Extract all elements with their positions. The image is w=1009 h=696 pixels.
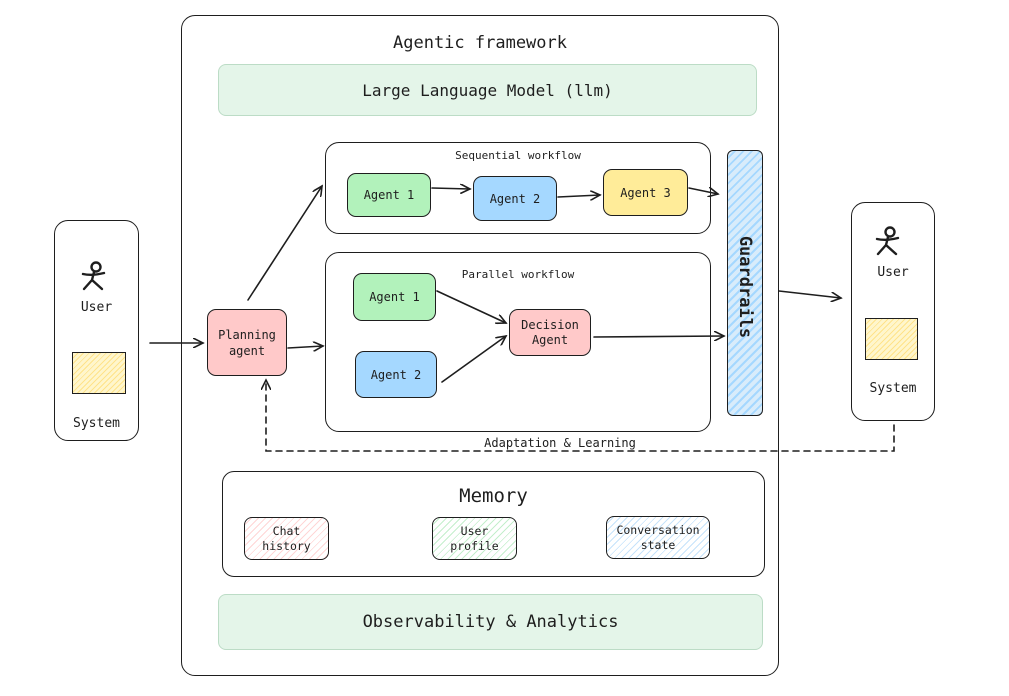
- right-user-label: User: [877, 265, 909, 280]
- decision-agent-line-1: Decision: [521, 317, 579, 332]
- arrow-seq-agent2-to-agent3: [557, 195, 600, 197]
- arrow-planning-to-sequential: [247, 186, 322, 301]
- left-system-label: System: [73, 416, 120, 431]
- user-profile-line-2: profile: [450, 538, 499, 553]
- right-system-hatched-square-icon: [865, 318, 918, 360]
- left-user-label: User: [80, 300, 113, 315]
- seq-agent-1: Agent 1: [347, 173, 431, 217]
- planning-agent-line-2: agent: [228, 343, 266, 358]
- par-agent-1: Agent 1: [353, 273, 436, 321]
- planning-agent: Planning agent: [207, 309, 287, 376]
- observability-band: Observability & Analytics: [218, 594, 763, 650]
- memory-user-profile: User profile: [432, 517, 517, 560]
- seq-agent-2: Agent 2: [473, 176, 557, 221]
- arrow-decision-to-guardrails: [593, 336, 724, 337]
- left-system-hatched-square-icon: [72, 352, 126, 394]
- left-user-stick-figure-icon: [81, 261, 106, 291]
- arrow-par-agent2-to-decision: [441, 336, 506, 383]
- par-agent-2: Agent 2: [355, 351, 437, 398]
- chat-history-line-1: Chat: [272, 523, 301, 538]
- user-profile-line-1: User: [460, 523, 489, 538]
- planning-agent-line-1: Planning: [218, 327, 276, 342]
- decision-agent: Decision Agent: [509, 309, 591, 356]
- seq-agent-3: Agent 3: [603, 169, 688, 216]
- conversation-state-line-1: Conversation: [616, 522, 700, 537]
- memory-chat-history: Chat history: [244, 517, 329, 560]
- right-user-stick-figure-icon: [875, 226, 900, 256]
- decision-agent-line-2: Agent: [531, 332, 569, 347]
- arrow-par-agent1-to-decision: [436, 290, 506, 323]
- adaptation-learning-label: Adaptation & Learning: [484, 436, 636, 450]
- arrow-planning-to-parallel: [287, 346, 323, 348]
- sequential-workflow-title: Sequential workflow: [455, 149, 581, 162]
- left-user-system-panel: [54, 220, 139, 441]
- framework-title: Agentic framework: [393, 33, 567, 53]
- right-system-label: System: [869, 381, 917, 396]
- feedback-dashed-loop: [266, 380, 895, 452]
- memory-conversation-state: Conversation state: [606, 516, 710, 559]
- guardrails-bar: [727, 150, 763, 416]
- chat-history-line-2: history: [262, 538, 311, 553]
- memory-title: Memory: [459, 485, 528, 507]
- llm-band: Large Language Model (llm): [218, 64, 757, 116]
- arrow-seq-agent3-to-guardrails: [688, 188, 718, 194]
- arrow-seq-agent1-to-agent2: [431, 188, 470, 189]
- parallel-workflow-title: Parallel workflow: [461, 268, 575, 281]
- arrow-guardrails-to-user: [778, 290, 841, 298]
- conversation-state-line-2: state: [640, 537, 676, 552]
